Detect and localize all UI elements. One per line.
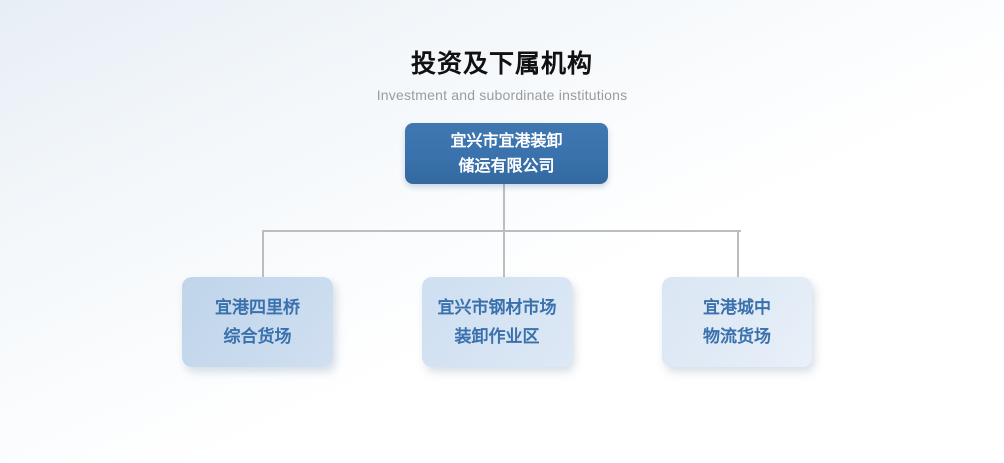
section-header: 投资及下属机构 Investment and subordinate insti…: [0, 44, 1004, 103]
org-root-node: 宜兴市宜港装卸 储运有限公司: [405, 123, 608, 184]
org-child-node-label-line1: 宜港四里桥: [215, 298, 300, 317]
org-child-node-chengzhong-logistics-yard: 宜港城中 物流货场: [662, 277, 812, 367]
page-subtitle: Investment and subordinate institutions: [376, 87, 628, 103]
org-child-node-steel-market-area: 宜兴市钢材市场 装卸作业区: [422, 277, 572, 367]
org-child-node-label-line2: 综合货场: [223, 327, 292, 346]
org-root-node-label-line1: 宜兴市宜港装卸: [450, 132, 563, 150]
connector-root-drop: [503, 184, 505, 231]
org-child-node-label-line2: 物流货场: [703, 327, 771, 346]
org-child-node-label-line1: 宜兴市钢材市场: [437, 298, 557, 317]
org-child-node-sili-bridge-yard: 宜港四里桥 综合货场: [182, 277, 333, 367]
connector-drop-left: [262, 231, 264, 277]
connector-drop-middle: [503, 231, 505, 277]
org-child-node-label-line1: 宜港城中: [703, 298, 771, 317]
org-root-node-label-line2: 储运有限公司: [458, 157, 555, 175]
connector-horizontal-rail: [262, 230, 741, 232]
connector-drop-right: [737, 231, 739, 277]
org-child-node-label-line2: 装卸作业区: [454, 327, 540, 346]
page-title: 投资及下属机构: [410, 50, 593, 78]
